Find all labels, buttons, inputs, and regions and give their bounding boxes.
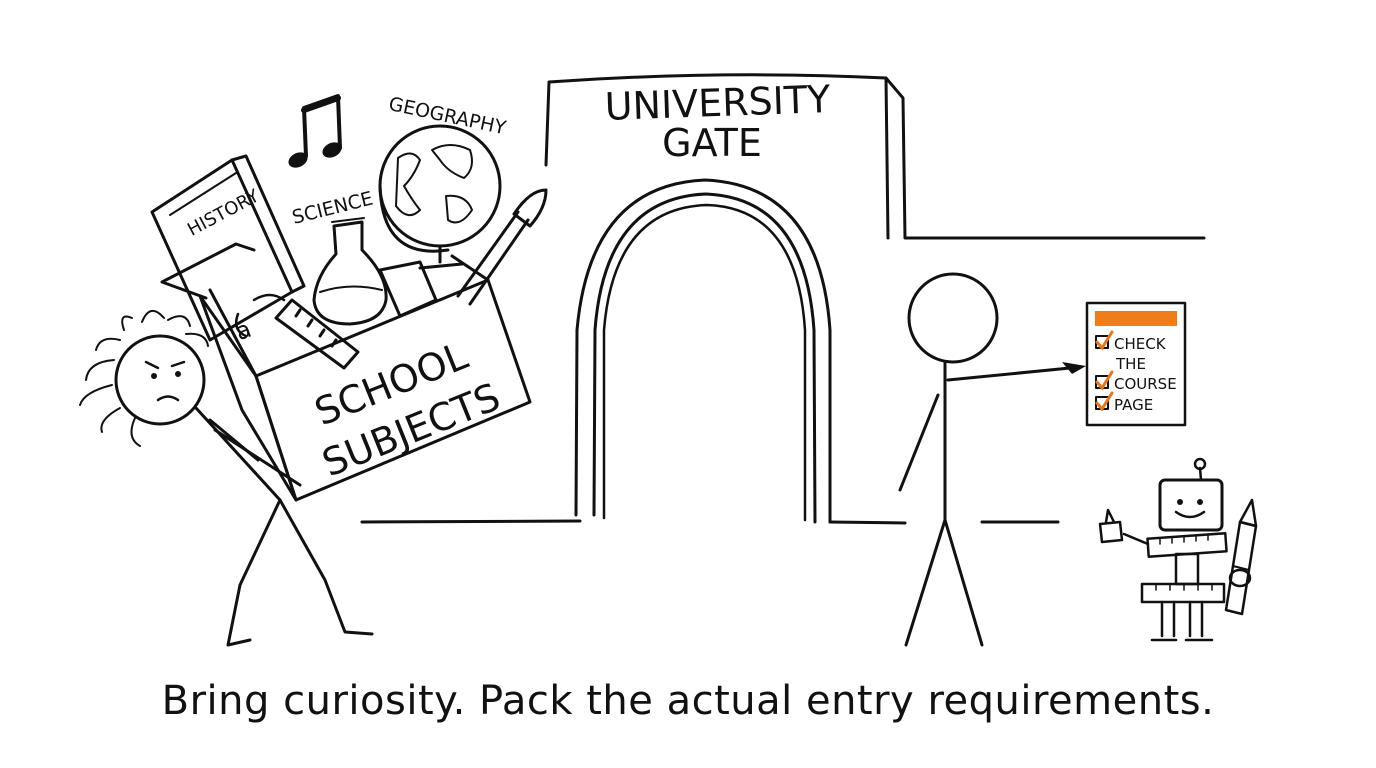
school-subjects-box: HISTORY SCIENCE GEOGRAPHY [150, 93, 548, 502]
checklist-item-4: PAGE [1114, 396, 1153, 414]
checkbox-3 [1095, 370, 1114, 391]
caption: Bring curiosity. Pack the actual entry r… [161, 678, 1215, 724]
checkbox-1 [1095, 330, 1114, 351]
paintbrush-icon [456, 188, 548, 306]
university-gate: UNIVERSITY GATE [360, 73, 1206, 525]
globe-icon [378, 124, 502, 270]
checklist-header-bar [1095, 311, 1177, 326]
guide-head [907, 272, 999, 364]
music-note-icon [288, 94, 342, 168]
ruler-icon [274, 298, 360, 370]
checklist-item-2: THE [1115, 355, 1146, 373]
book-letter: a [232, 315, 255, 346]
geography-label: GEOGRAPHY [387, 93, 509, 139]
course-checklist: CHECK THE COURSE PAGE [1085, 301, 1187, 427]
gate-title-line1: UNIVERSITY [604, 77, 832, 129]
history-label: HISTORY [184, 185, 263, 241]
robot-mascot [1098, 457, 1258, 642]
flask-icon [312, 217, 388, 326]
checkbox-4 [1095, 391, 1114, 412]
student-stick-figure [79, 310, 374, 647]
checklist-item-3: COURSE [1114, 375, 1177, 393]
guide-stick-figure [898, 272, 1086, 647]
gate-title-line2: GATE [662, 121, 762, 165]
pencil-icon [1224, 498, 1258, 616]
checklist-item-1: CHECK [1114, 335, 1167, 353]
student-head [114, 334, 206, 426]
